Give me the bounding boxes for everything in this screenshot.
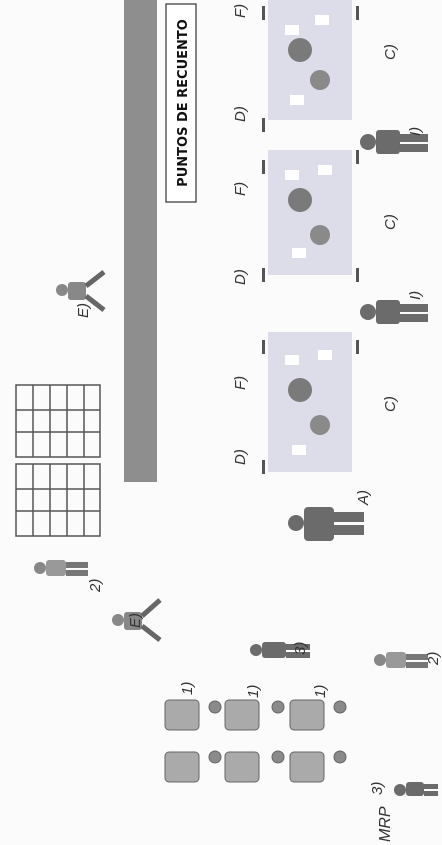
- label-f-middle: F): [232, 182, 249, 196]
- label-two-top: 2): [87, 579, 104, 593]
- label-two-lower: 2): [425, 652, 442, 666]
- label-one-b: 1): [245, 685, 262, 698]
- table-groups: [164, 699, 347, 783]
- counting-table-area-bottom: [268, 332, 352, 472]
- label-a: A): [355, 490, 372, 506]
- counting-points-title: PUNTOS DE RECUENTO: [176, 19, 191, 187]
- counting-points-banner: PUNTOS DE RECUENTO: [165, 3, 197, 203]
- stanchion-markers: [262, 6, 359, 474]
- diagram-labels: F) D) C) I) F) D) C) I) F) D) C) E) E) A…: [75, 4, 442, 842]
- person-figures: [34, 130, 438, 796]
- label-three-middle: 3): [292, 642, 309, 655]
- counting-table-area-middle: [268, 150, 352, 275]
- label-c-top: C): [382, 44, 399, 60]
- label-c-middle: C): [382, 214, 399, 230]
- barrier-racks: [15, 384, 101, 537]
- label-d-top: D): [232, 106, 249, 122]
- label-mrp: MRP: [377, 806, 394, 842]
- label-e-top: E): [75, 303, 92, 318]
- label-d-middle: D): [232, 269, 249, 285]
- label-e-lower: E): [127, 613, 144, 628]
- label-d-bottom: D): [232, 449, 249, 465]
- label-c-bottom: C): [382, 396, 399, 412]
- label-one-c: 1): [312, 685, 329, 698]
- counting-table-area-top: [268, 0, 352, 120]
- label-i-top: I): [407, 127, 424, 136]
- label-i-middle: I): [407, 291, 424, 300]
- label-three-lower: 3): [369, 782, 386, 795]
- label-f-bottom: F): [232, 376, 249, 390]
- label-f-top: F): [232, 4, 249, 18]
- wall-bar: [124, 0, 157, 482]
- label-one-a: 1): [179, 682, 196, 695]
